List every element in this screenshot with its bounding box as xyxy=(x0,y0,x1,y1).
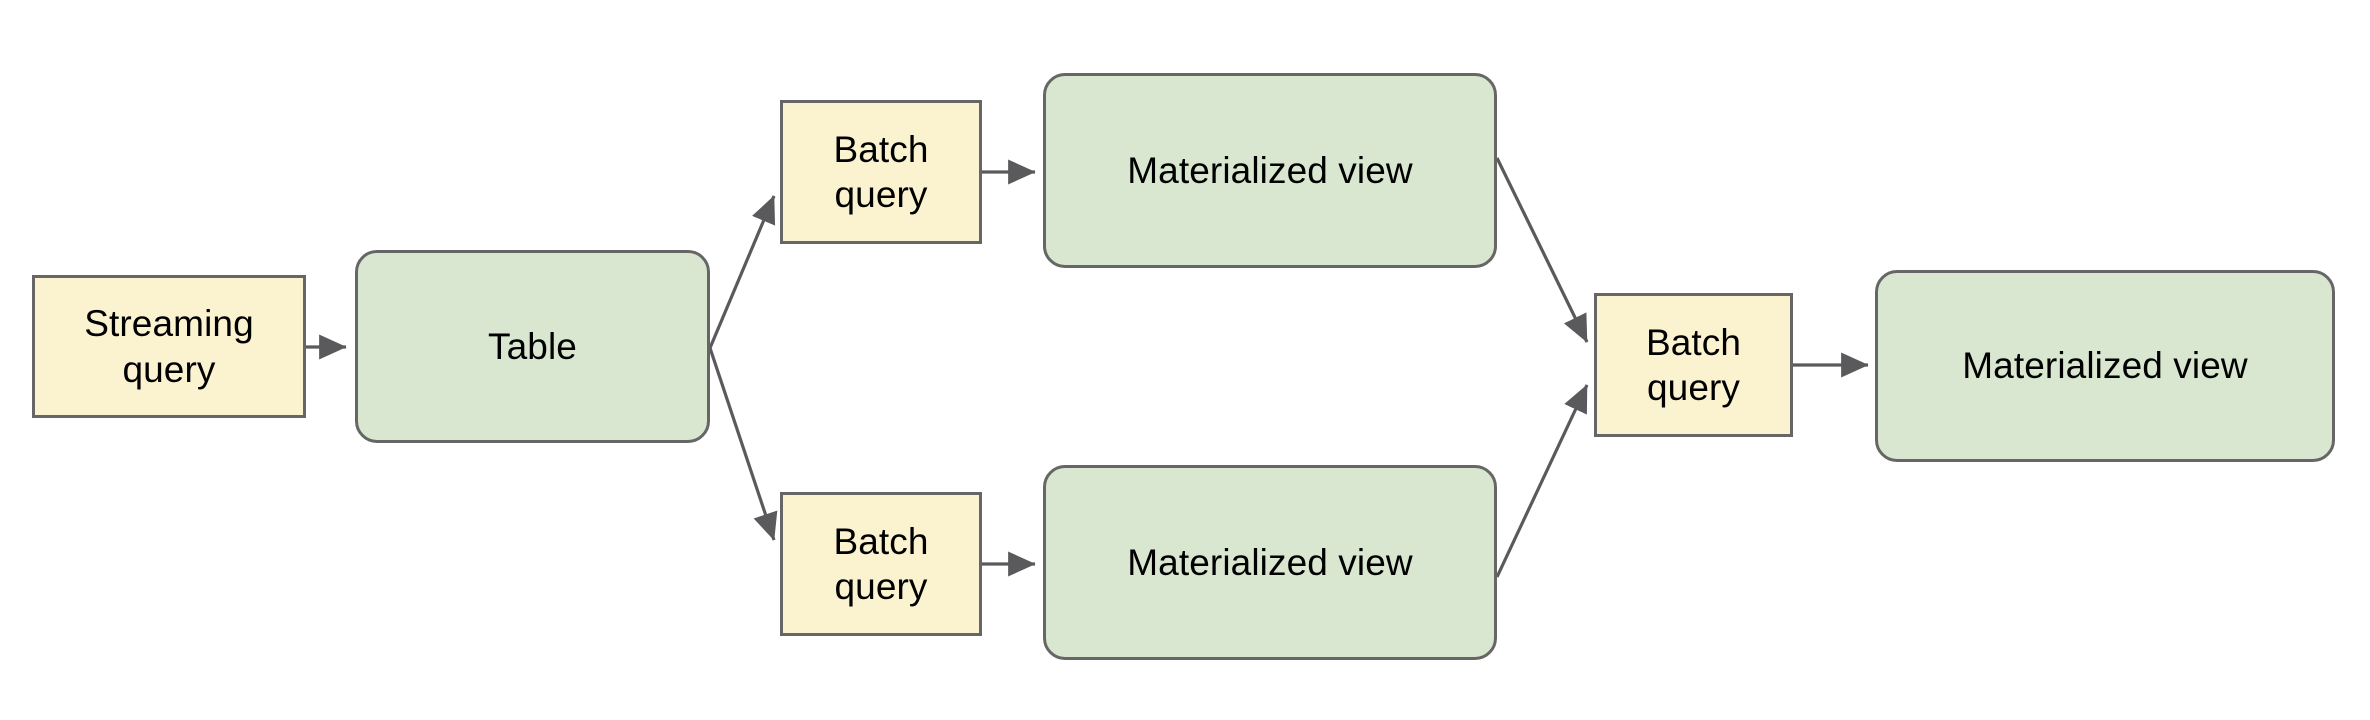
node-batch-query-top-label: Batch query xyxy=(833,128,929,215)
node-batch-query-join-label: Batch query xyxy=(1645,321,1742,408)
node-streaming-query[interactable]: Streaming query xyxy=(32,275,306,418)
edge-table-to-batch-query-bottom xyxy=(708,347,778,541)
node-streaming-query-label: Streaming query xyxy=(84,303,254,390)
node-materialized-view-final-label: Materialized view xyxy=(1962,345,2248,387)
node-materialized-view-top[interactable]: Materialized view xyxy=(1043,73,1497,268)
node-materialized-view-final[interactable]: Materialized view xyxy=(1875,270,2335,462)
node-batch-query-bottom-label: Batch query xyxy=(833,520,929,607)
node-materialized-view-bottom[interactable]: Materialized view xyxy=(1043,465,1497,660)
node-batch-query-bottom[interactable]: Batch query xyxy=(780,492,982,636)
node-table[interactable]: Table xyxy=(355,250,710,443)
node-batch-query-top[interactable]: Batch query xyxy=(780,100,982,244)
edge-materialized-view-bottom-to-batch-query-join xyxy=(1495,384,1589,578)
edge-table-to-batch-query-top xyxy=(708,195,776,349)
node-materialized-view-bottom-label: Materialized view xyxy=(1127,541,1413,583)
node-materialized-view-top-label: Materialized view xyxy=(1127,149,1413,191)
node-batch-query-join[interactable]: Batch query xyxy=(1594,293,1793,437)
node-table-label: Table xyxy=(488,325,577,367)
edge-materialized-view-top-to-batch-query-join xyxy=(1495,157,1589,343)
